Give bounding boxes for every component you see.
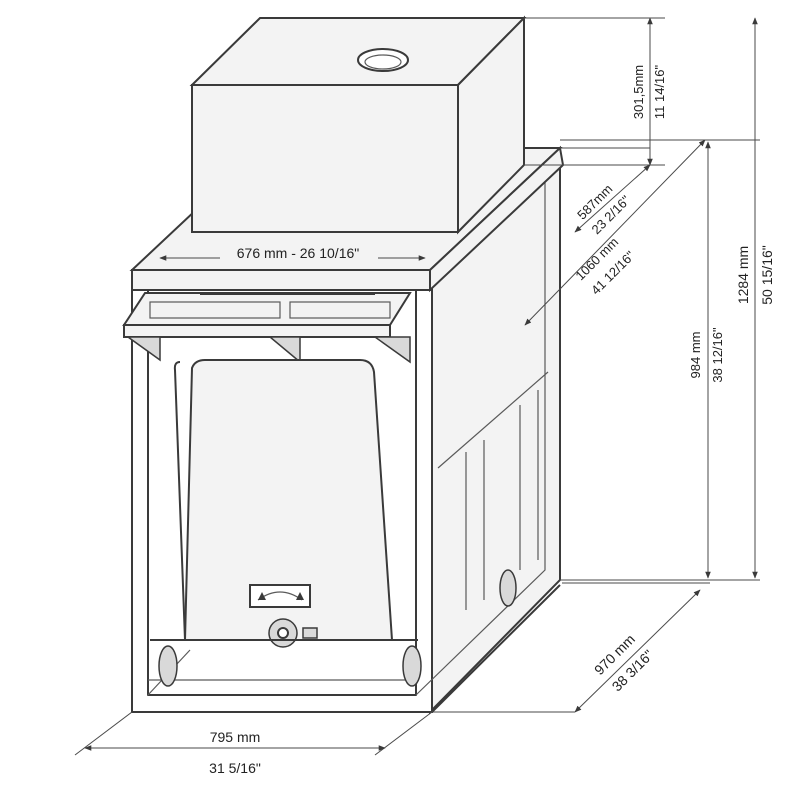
bin bbox=[150, 359, 517, 687]
bin-back-edge bbox=[173, 361, 186, 641]
side-compartment bbox=[437, 371, 549, 610]
total-height-in-label: 50 15/16" bbox=[759, 245, 775, 304]
dim-diagonal-line bbox=[524, 139, 706, 326]
side-slot-top bbox=[437, 371, 549, 469]
lid-height-in-label: 11 14/16" bbox=[652, 64, 667, 119]
width-mm-label: 795 mm bbox=[210, 729, 261, 745]
top-box-front bbox=[191, 84, 459, 233]
tray-slot-left bbox=[149, 301, 281, 319]
frame-bottom-depth bbox=[431, 584, 561, 713]
tray-front bbox=[123, 324, 391, 338]
dimension-lines bbox=[74, 17, 760, 756]
width-in-label: 31 5/16" bbox=[209, 760, 261, 776]
top-shelf-front-edge bbox=[131, 269, 431, 291]
wheel-front-left bbox=[158, 645, 178, 687]
bin-label-arrow-head-right bbox=[296, 592, 304, 600]
tray-slot-right bbox=[289, 301, 391, 319]
valve-spout bbox=[302, 627, 318, 639]
cabinet-height-in-label: 38 12/16" bbox=[710, 327, 725, 383]
cabinet-height-mm-label: 984 mm bbox=[688, 332, 703, 379]
bin-body bbox=[183, 359, 394, 641]
drawer-tray bbox=[122, 292, 412, 364]
top-hole bbox=[357, 48, 409, 72]
tray-top bbox=[122, 292, 412, 326]
lid-height-mm-label: 301,5mm bbox=[631, 65, 646, 119]
wheel-front-right bbox=[402, 645, 422, 687]
wheel-rear-right bbox=[499, 569, 517, 607]
total-height-mm-label: 1284 mm bbox=[735, 246, 751, 304]
valve-hub bbox=[277, 627, 289, 639]
top-width-label: 676 mm - 26 10/16" bbox=[237, 245, 360, 261]
top-box bbox=[189, 15, 527, 235]
bin-label-arrow-head-left bbox=[258, 592, 266, 600]
dim-width-ext-right bbox=[374, 711, 433, 756]
tray-bracket-mid bbox=[267, 336, 301, 364]
dim-depth-line bbox=[574, 589, 701, 713]
top-width-label-bg bbox=[220, 244, 378, 264]
tray-bracket-left bbox=[125, 336, 161, 362]
tray-bracket-right bbox=[372, 336, 411, 364]
top-hole-inner bbox=[364, 54, 402, 70]
bin-label bbox=[249, 584, 311, 608]
dim-width-ext-left bbox=[74, 711, 133, 756]
